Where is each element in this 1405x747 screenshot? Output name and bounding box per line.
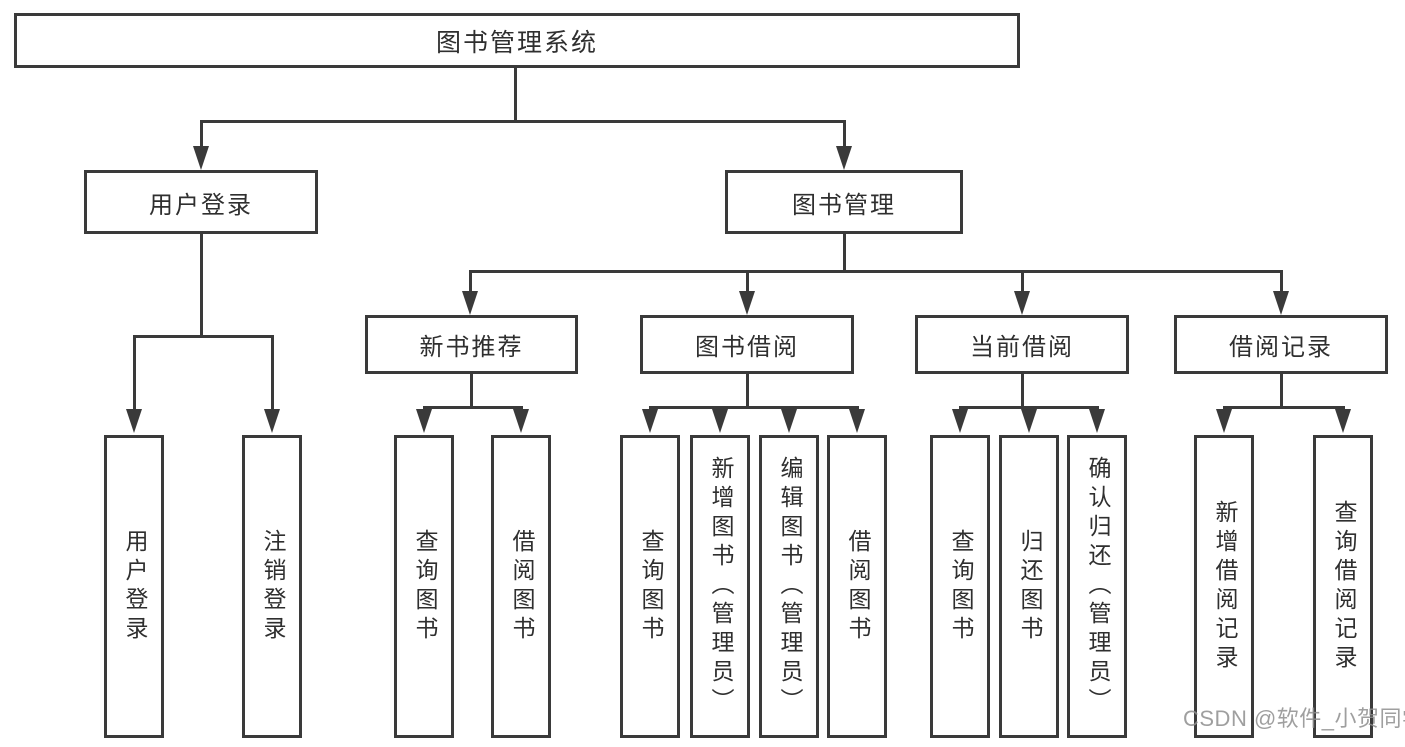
connector-sections-branch [469,270,1283,273]
arrow-down [952,409,968,433]
arrow-down [462,291,478,315]
arrow-down [513,409,529,433]
leaf-query-books-borrowing-label: 查询图书 [637,528,664,645]
leaf-user-login-label: 用户登录 [121,528,148,645]
arrow-down [1335,409,1351,433]
connector-stub [746,270,749,293]
leaf-borrow-books-recommend-label: 借阅图书 [508,528,535,645]
connector-records-stem [1280,374,1283,409]
node-book-borrowing-label: 图书借阅 [695,334,799,361]
connector-user-login-branch [133,335,274,338]
node-current-borrowing-label: 当前借阅 [970,334,1074,361]
arrow-down [849,409,865,433]
connector-user-login-stem [200,232,203,338]
node-current-borrowing: 当前借阅 [915,315,1129,374]
connector-recommend-stem [470,374,473,409]
arrow-down [416,409,432,433]
connector-book-mgmt-stem [843,232,846,273]
leaf-query-books-current-label: 查询图书 [947,528,974,645]
node-root-label: 图书管理系统 [435,28,598,57]
arrow-down [781,409,797,433]
connector-stub [271,335,274,411]
node-user-login: 用户登录 [84,170,318,234]
arrow-down [712,409,728,433]
leaf-return-books: 归还图书 [999,435,1059,738]
connector-root-stem [514,68,517,121]
leaf-query-borrow-record: 查询借阅记录 [1313,435,1373,738]
connector-stub [469,270,472,293]
arrow-down [642,409,658,433]
csdn-watermark: CSDN @软件_小贺同学 [1183,706,1405,731]
connector-root-branch [200,120,846,123]
leaf-query-books-recommend-label: 查询图书 [411,528,438,645]
connector-records-branch [1223,406,1345,409]
leaf-logout: 注销登录 [242,435,302,738]
node-book-management-label: 图书管理 [792,191,896,219]
leaf-query-books-current: 查询图书 [930,435,990,738]
leaf-edit-books-admin-label: 编辑图书（管理员） [776,456,803,717]
leaf-return-books-label: 归还图书 [1016,528,1043,645]
connector-current-branch [959,406,1099,409]
node-root: 图书管理系统 [14,13,1020,68]
leaf-borrow-books-recommend: 借阅图书 [491,435,551,738]
arrow-down [1216,409,1232,433]
leaf-user-login: 用户登录 [104,435,164,738]
arrow-down [193,146,209,170]
node-borrow-records: 借阅记录 [1174,315,1388,374]
leaf-query-borrow-record-label: 查询借阅记录 [1330,499,1357,674]
arrow-down [126,409,142,433]
arrow-down [739,291,755,315]
connector-stub [1021,270,1024,293]
connector-recommend-branch [423,406,523,409]
node-new-book-recommend: 新书推荐 [365,315,578,374]
connector-stub [133,335,136,411]
arrow-down [1021,409,1037,433]
leaf-query-books-borrowing: 查询图书 [620,435,680,738]
node-borrow-records-label: 借阅记录 [1229,334,1333,361]
node-new-book-recommend-label: 新书推荐 [419,334,524,361]
node-book-borrowing: 图书借阅 [640,315,854,374]
arrow-down [1273,291,1289,315]
connector-stub [200,120,203,148]
leaf-add-books-admin-label: 新增图书（管理员） [707,456,734,717]
node-book-management: 图书管理 [725,170,963,234]
connector-stub [1280,270,1283,293]
leaf-add-borrow-record: 新增借阅记录 [1194,435,1254,738]
leaf-confirm-return-admin-label: 确认归还（管理员） [1084,456,1111,717]
leaf-borrow-books: 借阅图书 [827,435,887,738]
arrow-down [836,146,852,170]
arrow-down [1089,409,1105,433]
connector-borrowing-stem [746,374,749,409]
leaf-query-books-recommend: 查询图书 [394,435,454,738]
leaf-edit-books-admin: 编辑图书（管理员） [759,435,819,738]
leaf-logout-label: 注销登录 [259,528,286,645]
arrow-down [264,409,280,433]
connector-borrowing-branch [649,406,859,409]
leaf-confirm-return-admin: 确认归还（管理员） [1067,435,1127,738]
connector-stub [843,120,846,148]
leaf-add-books-admin: 新增图书（管理员） [690,435,750,738]
arrow-down [1014,291,1030,315]
leaf-borrow-books-label: 借阅图书 [844,528,871,645]
node-user-login-label: 用户登录 [149,191,253,219]
connector-current-stem [1021,374,1024,409]
leaf-add-borrow-record-label: 新增借阅记录 [1211,499,1238,674]
